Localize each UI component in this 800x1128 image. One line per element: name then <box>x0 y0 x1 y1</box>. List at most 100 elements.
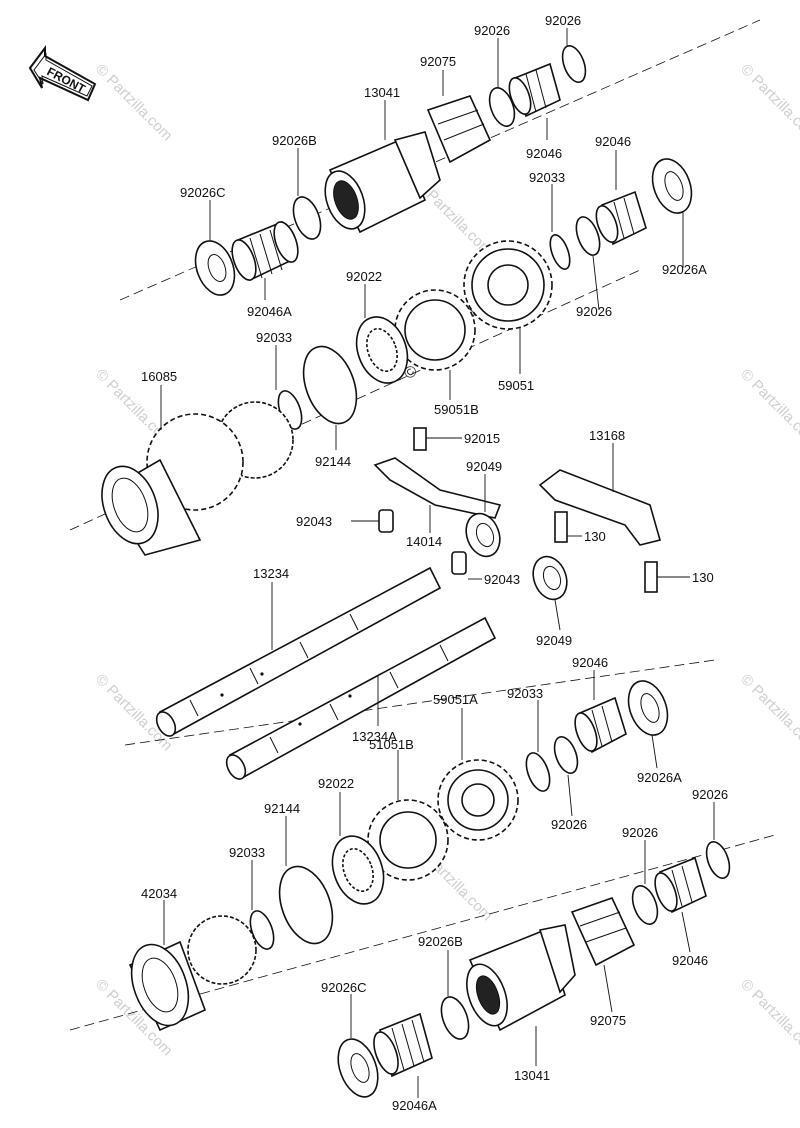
lower-gear-cluster <box>128 759 519 1032</box>
lower-right-cluster <box>525 680 669 792</box>
top-gear-cluster <box>101 240 553 556</box>
dowel-92043-a <box>378 509 394 533</box>
label-92033-low: 92033 <box>507 686 543 701</box>
seal-92049-b <box>532 555 568 601</box>
circlip-92026-top-b <box>561 45 587 83</box>
watermark: © Partzilla.com <box>737 61 800 144</box>
circlip-92026-low-b <box>631 885 659 925</box>
label-130-b: 130 <box>692 570 714 585</box>
label-92033-low-b: 92033 <box>229 845 265 860</box>
shaft-13234 <box>155 566 442 737</box>
label-13234: 13234 <box>253 566 289 581</box>
label-92026c-top: 92026C <box>180 185 226 200</box>
gear-42034 <box>128 915 257 1032</box>
label-92046-low-b: 92046 <box>672 953 708 968</box>
label-14014: 14014 <box>406 534 442 549</box>
label-92026-top-c: 92026 <box>576 304 612 319</box>
label-13168: 13168 <box>589 428 625 443</box>
label-92049-b: 92049 <box>536 633 572 648</box>
label-13041-top: 13041 <box>364 85 400 100</box>
shaft-13234a <box>225 616 497 780</box>
label-92026b-top: 92026B <box>272 133 317 148</box>
label-92022-low: 92022 <box>318 776 354 791</box>
label-92075-low: 92075 <box>590 1013 626 1028</box>
gear-59051a <box>437 759 519 841</box>
washer-92026a-low <box>627 680 669 736</box>
label-92075-top: 92075 <box>420 54 456 69</box>
part-labels: 13041 92075 92026 92026 92026B 92046 920… <box>141 13 728 1113</box>
needle-bearing-92046-low-a <box>574 696 627 754</box>
watermark: © Partzilla.com <box>737 976 800 1059</box>
washer-92022-top <box>355 316 409 384</box>
label-92022-top: 92022 <box>346 269 382 284</box>
label-92026a-top: 92026A <box>662 262 707 277</box>
watermarks: © Partzilla.com © Partzilla.com © Partzi… <box>92 61 800 1059</box>
bolt-130-a <box>554 511 568 543</box>
bolt-92015 <box>413 427 427 451</box>
label-59051: 59051 <box>498 378 534 393</box>
circlip-92033-low <box>525 752 551 792</box>
label-92026-top-a: 92026 <box>474 23 510 38</box>
watermark: © Partzilla.com <box>737 671 800 754</box>
label-92026-low-b: 92026 <box>622 825 658 840</box>
needle-bearing-92046-top-a <box>508 62 561 118</box>
dowel-92043-b <box>451 551 467 575</box>
label-59051a: 59051A <box>433 692 478 707</box>
gear-16085 <box>101 401 294 556</box>
needle-bearing-92046a-low <box>373 1012 433 1078</box>
top-shaft-assembly <box>194 45 693 296</box>
washer-92026a-top <box>651 158 693 214</box>
watermark: © Partzilla.com <box>92 61 175 144</box>
sleeve-13041-low <box>466 924 576 1032</box>
circlip-92026b-low <box>440 996 470 1040</box>
leader-lines <box>160 28 715 1098</box>
label-92026-top-b: 92026 <box>545 13 581 28</box>
needle-bearing-92046-low-b <box>654 856 707 914</box>
label-92026c-low: 92026C <box>321 980 367 995</box>
label-13234a: 13234A <box>352 729 397 744</box>
label-130-a: 130 <box>584 529 606 544</box>
label-42034: 42034 <box>141 886 177 901</box>
circlip-92026b-top <box>292 196 322 240</box>
label-59051b-top: 59051B <box>434 402 479 417</box>
label-51051b: 51051B <box>369 737 414 752</box>
label-92046-top-a: 92046 <box>526 146 562 161</box>
gear-59051-top <box>463 240 553 330</box>
front-arrow-badge: FRONT <box>28 45 97 102</box>
label-92144-low: 92144 <box>264 801 300 816</box>
seal-92049-a <box>465 512 501 558</box>
label-16085: 16085 <box>141 369 177 384</box>
circlip-92026-top-a <box>488 87 516 127</box>
circlip-92033-low-b <box>249 910 275 950</box>
label-92046a-top: 92046A <box>247 304 292 319</box>
circlip-92026-low-c <box>705 841 731 879</box>
arm-13168 <box>538 469 661 546</box>
washer-92144-low <box>278 865 334 945</box>
shafts <box>155 566 497 780</box>
label-13041-low: 13041 <box>514 1068 550 1083</box>
coupling-92075-top <box>426 95 492 164</box>
label-92026-low-c: 92026 <box>692 787 728 802</box>
gear-51051b <box>367 799 449 881</box>
washer-92022-low <box>331 835 385 905</box>
label-92026b-low: 92026B <box>418 934 463 949</box>
circlip-92026-low-a <box>553 736 579 774</box>
needle-bearing-92046-top-b <box>595 190 647 246</box>
coupling-92075-low <box>570 897 636 967</box>
label-92026a-low: 92026A <box>637 770 682 785</box>
bolt-130-b <box>644 561 658 593</box>
circlip-92026-top-c <box>575 216 601 256</box>
bracket-14014 <box>373 457 502 519</box>
gear-59051b-top <box>394 289 476 371</box>
washer-92026c-low <box>337 1038 379 1098</box>
label-92033-top: 92033 <box>529 170 565 185</box>
label-92015: 92015 <box>464 431 500 446</box>
label-92049-a: 92049 <box>466 459 502 474</box>
label-92026-low-a: 92026 <box>551 817 587 832</box>
washer-92144-top <box>302 345 358 425</box>
needle-bearing-92046a-top <box>231 220 299 282</box>
washer-92026c-top <box>194 240 236 296</box>
label-92046a-low: 92046A <box>392 1098 437 1113</box>
sleeve-13041-top <box>324 131 441 234</box>
